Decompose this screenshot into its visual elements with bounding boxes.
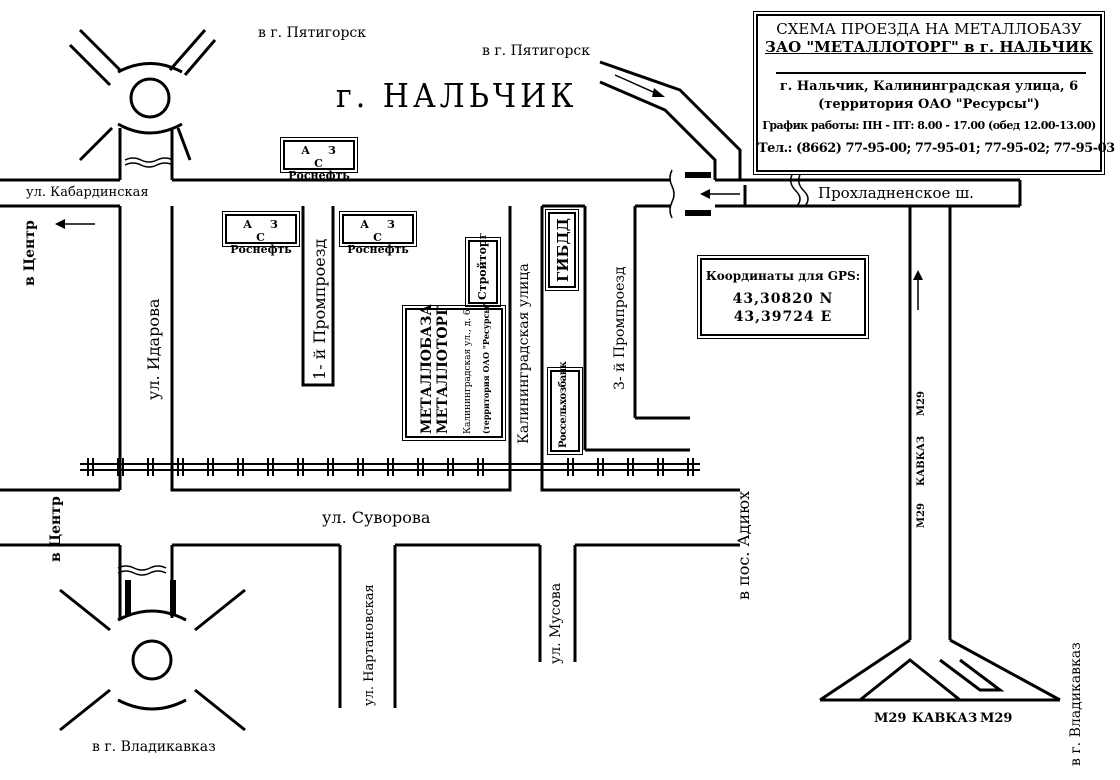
to-center-bottom: в Центр bbox=[48, 496, 64, 562]
gibdd-label: ГИБДД bbox=[554, 217, 572, 282]
header-box: СХЕМА ПРОЕЗДА НА МЕТАЛЛОБАЗУ ЗАО "МЕТАЛЛ… bbox=[753, 11, 1115, 175]
to-center-top: в Центр bbox=[22, 220, 38, 286]
stroytorg-label: Стройторг bbox=[476, 232, 489, 300]
azs-marker-left: А З С Роснефть bbox=[222, 211, 300, 256]
kabardinskaya-street: ул. Кабардинская bbox=[26, 185, 149, 200]
idarova-street: ул. Идарова bbox=[144, 298, 163, 400]
gps-lon: 43,39724 E bbox=[733, 309, 833, 325]
to-vladikavkaz-left: в г. Владикавказ bbox=[92, 739, 216, 755]
nartanovskaya-street: ул. Нартановская bbox=[362, 584, 377, 706]
gps-lat: 43,30820 N bbox=[732, 291, 834, 307]
gps-box: Координаты для GPS: 43,30820 N 43,39724 … bbox=[697, 255, 869, 339]
header-line2: ЗАО "МЕТАЛЛОТОРГ" в г. НАЛЬЧИК bbox=[765, 38, 1093, 56]
musova-street: ул. Мусова bbox=[548, 582, 564, 664]
gibdd-building: ГИБДД bbox=[545, 209, 579, 291]
metallobaza-company: МЕТАЛЛОТОРГ bbox=[435, 306, 451, 434]
m29-label-left: М29 bbox=[874, 711, 907, 726]
kavkaz-label-vertical: КАВКАЗ bbox=[916, 435, 927, 486]
suvorova-street: ул. Суворова bbox=[322, 508, 431, 527]
roundabout-top-island bbox=[129, 77, 171, 119]
city-title: г. НАЛЬЧИК bbox=[336, 77, 578, 116]
promproezd1-street: 1- й Промпроезд bbox=[310, 238, 329, 380]
header-territory: (территория ОАО "Ресурсы") bbox=[818, 97, 1040, 112]
m29-label-right: М29 bbox=[980, 711, 1013, 726]
prokhladnenskoe-highway: Прохладненское ш. bbox=[818, 184, 974, 202]
metallobaza-name: МЕТАЛЛОБАЗА bbox=[419, 304, 435, 434]
promproezd3-street: 3- й Промпроезд bbox=[612, 266, 628, 390]
azs-marker-top: А З С Роснефть bbox=[280, 137, 358, 182]
metallobaza-address: Калининградская ул., д. 6 bbox=[463, 309, 473, 434]
metallobaza-territory: (территория ОАО "Ресурсы") bbox=[481, 297, 491, 434]
header-address: г. Нальчик, Калининградская улица, 6 bbox=[779, 79, 1079, 94]
to-pyatigorsk-right: в г. Пятигорск bbox=[482, 43, 591, 59]
gps-title: Координаты для GPS: bbox=[705, 269, 861, 283]
azs-marker-right: А З С Роснефть bbox=[339, 211, 417, 256]
header-phones: Тел.: (8662) 77-95-00; 77-95-01; 77-95-0… bbox=[758, 141, 1115, 156]
m29-label-a: М29 bbox=[916, 391, 927, 416]
to-adiyukh: в пос. Адиюх bbox=[734, 490, 753, 600]
rosselkhozbank-label: Россельхозбанк bbox=[558, 361, 569, 448]
rosselkhozbank-building: Россельхозбанк bbox=[547, 362, 583, 455]
header-hours: График работы: ПН - ПТ: 8.00 - 17.00 (об… bbox=[762, 119, 1096, 132]
header-rule bbox=[776, 72, 1086, 74]
stroytorg-building: Стройторг bbox=[465, 233, 501, 307]
metallobaza-building: МЕТАЛЛОБАЗА МЕТАЛЛОТОРГ Калининградская … bbox=[402, 298, 506, 441]
kavkaz-label-horizontal: КАВКАЗ bbox=[912, 711, 978, 726]
to-pyatigorsk-left: в г. Пятигорск bbox=[258, 25, 367, 41]
to-vladikavkaz-right: в г. Владикавказ bbox=[1068, 642, 1084, 766]
kaliningradskaya-street: Калининградская улица bbox=[516, 263, 532, 444]
m29-label-b: М29 bbox=[916, 503, 927, 528]
roundabout-bottom-island bbox=[131, 639, 173, 681]
header-line1: СХЕМА ПРОЕЗДА НА МЕТАЛЛОБАЗУ bbox=[776, 20, 1082, 38]
